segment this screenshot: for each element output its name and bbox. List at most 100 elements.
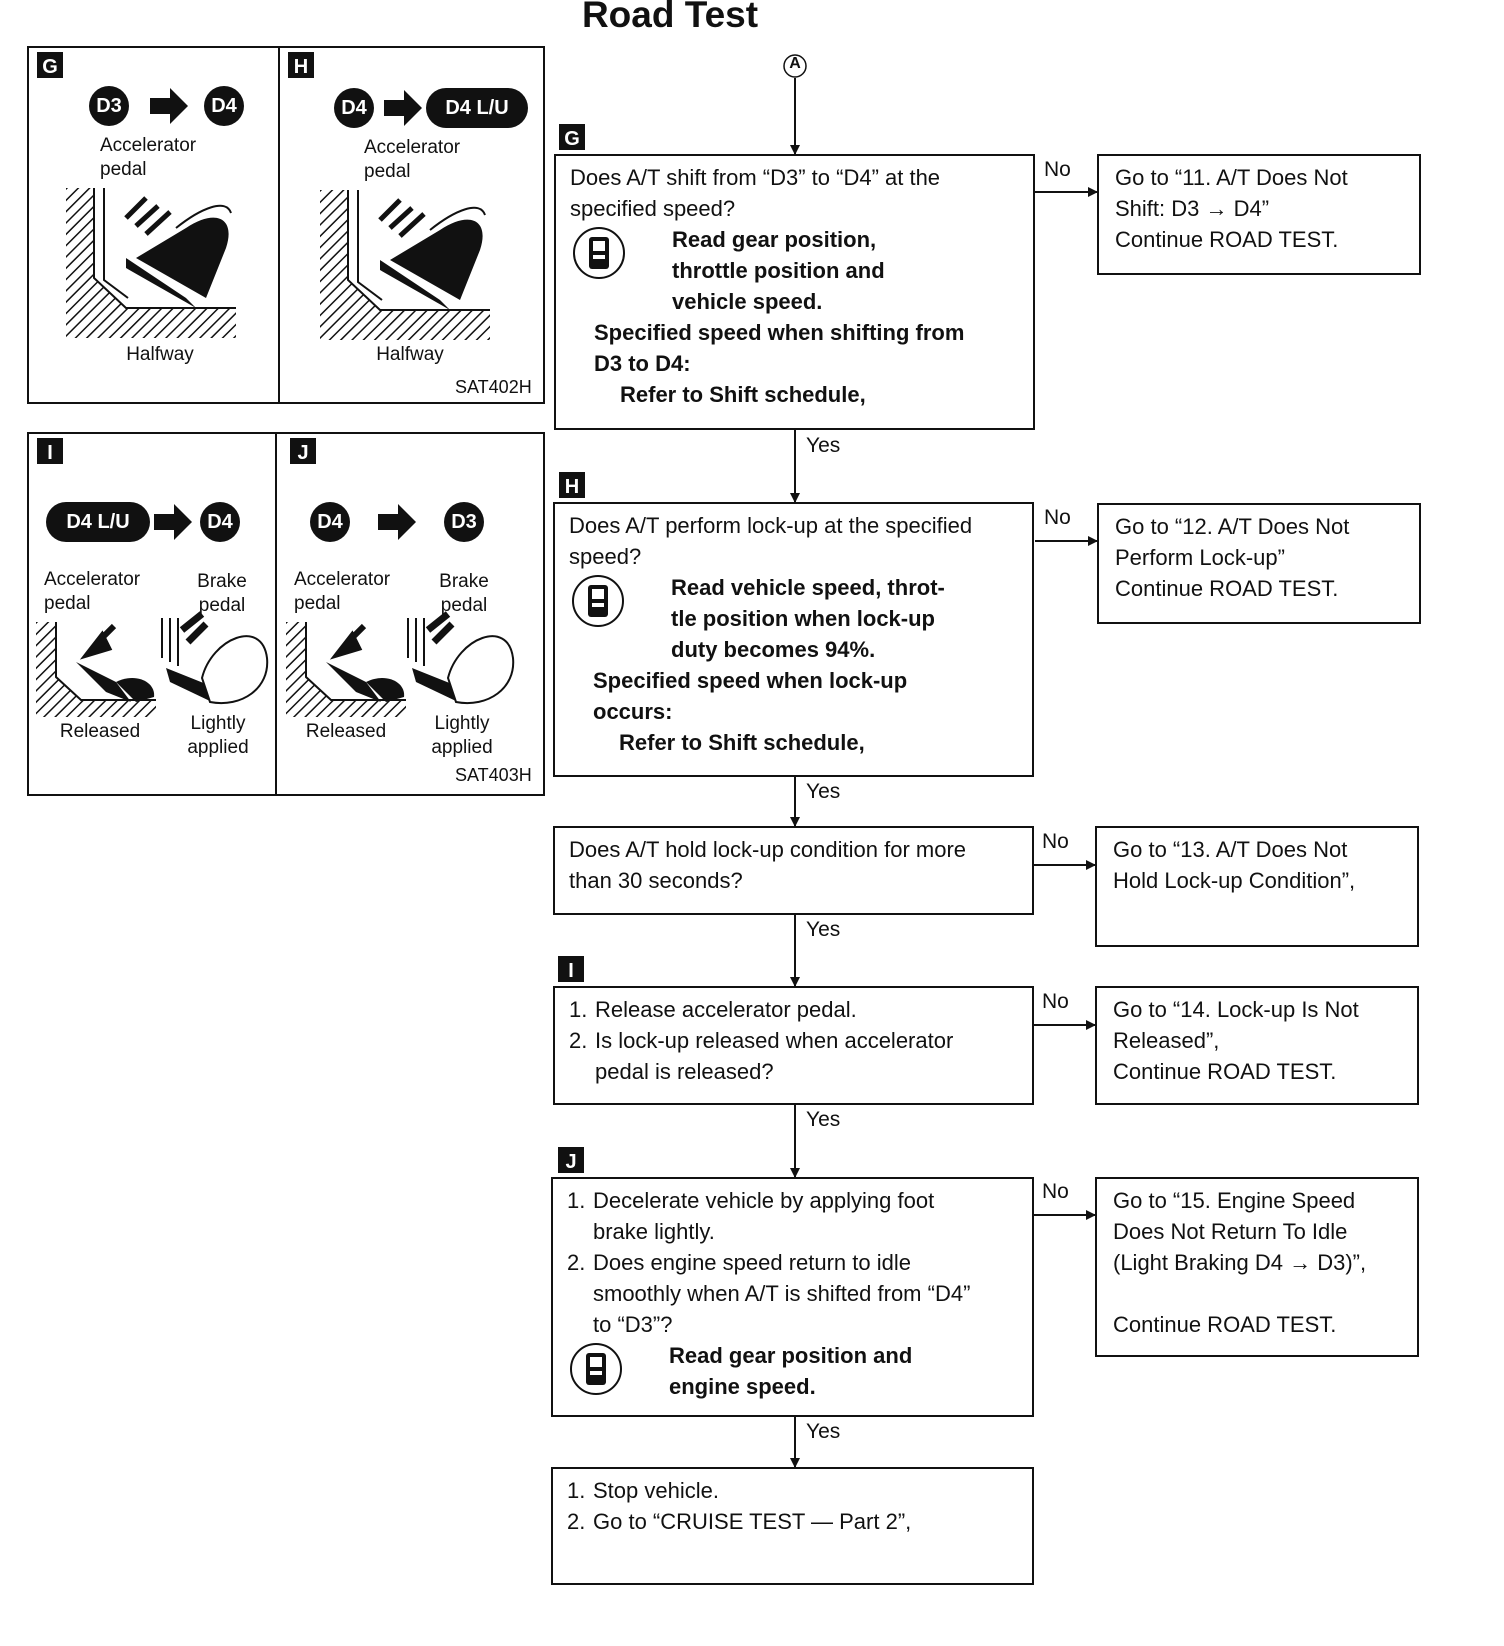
item-text: brake lightly. <box>593 1219 715 1244</box>
yes-label: Yes <box>806 1420 841 1443</box>
item-number: 2. <box>567 1509 586 1534</box>
brake-state-label: Lightly applied <box>431 713 493 758</box>
question-text: Does A/T perform lock-up at the specifie… <box>569 513 973 538</box>
gear-badge-from: D4 <box>310 502 350 542</box>
no-label: No <box>1044 506 1071 529</box>
figure-code: SAT402H <box>455 377 532 397</box>
item-number: 1. <box>567 1478 586 1503</box>
item-number: 2. <box>569 1028 588 1053</box>
step-i-no-result-box: Go to “14. Lock-up Is Not Released”, Con… <box>1095 986 1419 1105</box>
step-g-no-result-box: Go to “11. A/T Does Not Shift: D3 → D4” … <box>1097 154 1421 275</box>
brake-state-label: Lightly applied <box>187 713 249 758</box>
step-tag-g: G <box>559 124 585 150</box>
result-text: Released”, <box>1113 1028 1220 1053</box>
spec-text: Refer to Shift schedule, <box>620 382 866 407</box>
item-text: pedal is released? <box>595 1059 774 1084</box>
question-text: specified speed? <box>570 196 736 221</box>
step-h-question-box: Does A/T perform lock-up at the specifie… <box>553 502 1034 777</box>
result-text: Perform Lock-up” <box>1115 545 1285 570</box>
gear-badge-to: D4 L/U <box>426 88 528 128</box>
result-text: Go to “15. Engine Speed <box>1113 1188 1356 1213</box>
brake-pedal-label: Brake pedal <box>197 571 247 616</box>
step-j-question-box: 1. Decelerate vehicle by applying foot br… <box>551 1177 1034 1417</box>
gear-badge-from: D4 <box>334 88 374 128</box>
final-step-box: 1.Stop vehicle. 2.Go to “CRUISE TEST — P… <box>551 1467 1034 1585</box>
accelerator-state-label: Released <box>59 721 141 742</box>
panel-divider <box>275 432 277 796</box>
question-text: speed? <box>569 544 642 569</box>
gear-badge-to: D3 <box>444 502 484 542</box>
no-label: No <box>1042 990 1069 1013</box>
pedal-label: Accelerator pedal <box>100 135 197 180</box>
consult-instruction: Read gear position, <box>672 227 877 252</box>
consult-instruction: tle position when lock-up <box>671 606 935 631</box>
item-text: Decelerate vehicle by applying foot <box>593 1188 935 1213</box>
spec-text: occurs: <box>593 699 673 724</box>
connector-a-label: A <box>789 55 801 72</box>
item-text: smoothly when A/T is shifted from “D4” <box>593 1281 971 1306</box>
accelerator-pedal-released-illustration <box>286 622 406 717</box>
panel-tag-h: H <box>288 52 314 78</box>
arrow-right-icon <box>150 88 188 124</box>
arrow-right-icon <box>384 90 422 126</box>
item-text: Go to “CRUISE TEST — Part 2”, <box>593 1509 912 1534</box>
accelerator-pedal-illustration <box>66 188 236 338</box>
consult-instruction: vehicle speed. <box>672 289 823 314</box>
pedal-state-label: Halfway <box>126 344 194 365</box>
consult-tool-icon <box>570 1343 622 1395</box>
step-g-question-box: Does A/T shift from “D3” to “D4” at the … <box>554 154 1035 430</box>
panel-tag-i: I <box>37 438 63 464</box>
item-number: 1. <box>569 997 588 1022</box>
illustration-panel-bottom <box>27 432 545 796</box>
item-text: to “D3”? <box>593 1312 673 1337</box>
pedal-state-label: Halfway <box>376 344 444 365</box>
consult-instruction: duty becomes 94%. <box>671 637 876 662</box>
spec-text: Specified speed when shifting from <box>594 320 965 345</box>
item-number: 2. <box>567 1250 586 1275</box>
step-h-no-result-box: Go to “12. A/T Does Not Perform Lock-up”… <box>1097 503 1421 624</box>
step-i-question-box: 1.Release accelerator pedal. 2.Is lock-u… <box>553 986 1034 1105</box>
no-label: No <box>1042 1180 1069 1203</box>
yes-label: Yes <box>806 780 841 803</box>
question-text: Does A/T shift from “D3” to “D4” at the <box>570 165 941 190</box>
pedal-label: Accelerator pedal <box>364 137 461 182</box>
no-label: No <box>1042 830 1069 853</box>
step-tag-i: I <box>558 956 584 982</box>
result-text: Go to “13. A/T Does Not <box>1113 837 1348 862</box>
consult-instruction: throttle position and <box>672 258 885 283</box>
question-text: Does A/T hold lock-up condition for more <box>569 837 967 862</box>
spec-text: D3 to D4: <box>594 351 691 376</box>
accelerator-pedal-released-illustration <box>36 622 156 717</box>
result-text: Go to “11. A/T Does Not <box>1115 165 1348 190</box>
brake-pedal-applied-illustration <box>161 611 269 705</box>
gear-badge-to: D4 <box>204 86 244 126</box>
brake-pedal-label: Brake pedal <box>439 571 489 616</box>
question-text: than 30 seconds? <box>569 868 743 893</box>
arrow-right-icon <box>378 504 416 540</box>
brake-pedal-applied-illustration <box>407 611 515 705</box>
no-label: No <box>1044 158 1071 181</box>
consult-tool-icon <box>572 575 624 627</box>
accelerator-pedal-label: Accelerator pedal <box>294 569 391 614</box>
result-text: Continue ROAD TEST. <box>1113 1312 1337 1337</box>
gear-badge-from: D4 L/U <box>46 502 150 542</box>
panel-tag-g: G <box>37 52 63 78</box>
step-tag-h: H <box>559 472 585 498</box>
item-text: Does engine speed return to idle <box>593 1250 911 1275</box>
item-number: 1. <box>567 1188 586 1213</box>
result-text: (Light Braking D4 → D3)”, <box>1113 1250 1367 1275</box>
step-j-no-result-box: Go to “15. Engine Speed Does Not Return … <box>1095 1177 1419 1357</box>
item-text: Is lock-up released when accelerator <box>595 1028 954 1053</box>
page-title: Road Test <box>581 0 759 35</box>
illustration-panel-top <box>27 46 545 404</box>
result-text: Does Not Return To Idle <box>1113 1219 1348 1244</box>
arrow-right-icon <box>154 504 192 540</box>
panel-tag-j: J <box>290 438 316 464</box>
yes-label: Yes <box>806 434 841 457</box>
gear-badge-from: D3 <box>89 86 129 126</box>
result-text: Continue ROAD TEST. <box>1113 1059 1337 1084</box>
result-text: Hold Lock-up Condition”, <box>1113 868 1356 893</box>
step-hold-question-box: Does A/T hold lock-up condition for more… <box>553 826 1034 915</box>
result-text: Go to “14. Lock-up Is Not <box>1113 997 1359 1022</box>
consult-instruction: Read vehicle speed, throt- <box>671 575 945 600</box>
